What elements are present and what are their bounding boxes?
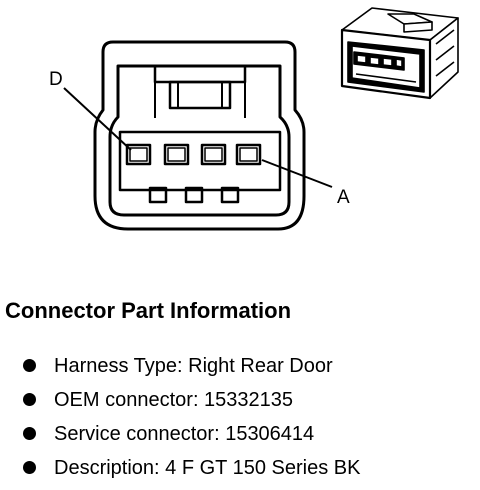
- callout-d-leader: [63, 87, 132, 151]
- list-item-text: Harness Type: Right Rear Door: [54, 355, 333, 377]
- list-item-text: Description: 4 F GT 150 Series BK: [54, 457, 361, 479]
- list-item-text: OEM connector: 15332135: [54, 389, 294, 411]
- connector-diagram-svg: D A: [49, 7, 459, 231]
- bullet-icon: [23, 427, 36, 440]
- section-title: Connector Part Information: [5, 298, 292, 323]
- bullet-icon: [23, 461, 36, 474]
- callout-a-label: A: [337, 187, 350, 208]
- connector-face-icon: [93, 40, 306, 231]
- callout-a-leader: [261, 159, 333, 188]
- callout-d-label: D: [49, 69, 63, 90]
- bullet-icon: [23, 359, 36, 372]
- bullet-icon: [23, 393, 36, 406]
- connector-diagram: D A: [49, 7, 459, 231]
- list-item-text: Service connector: 15306414: [54, 423, 315, 445]
- connector-isometric-icon: [340, 7, 459, 100]
